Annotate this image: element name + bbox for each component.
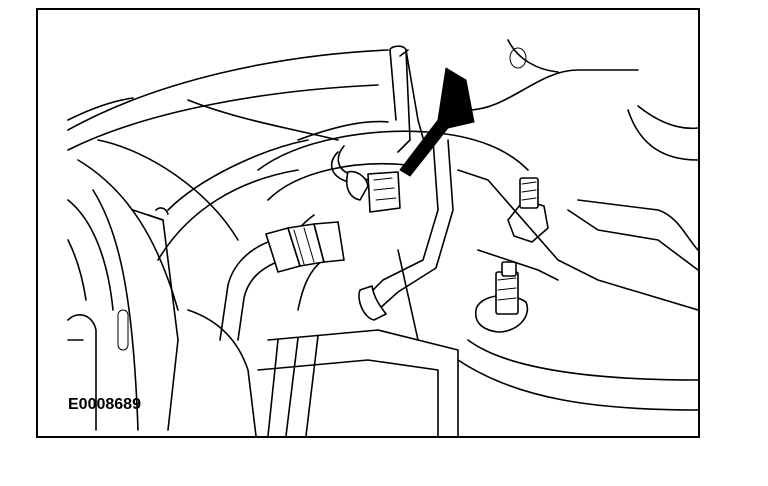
pipe-fitting-left [219, 221, 345, 341]
figure-frame: E0008689 [36, 8, 700, 438]
left-mount-bracket [67, 207, 179, 431]
body-contour-lines [67, 49, 389, 431]
right-body-panels [457, 39, 698, 411]
booster-dome [257, 130, 529, 311]
stud-upper-right [507, 177, 549, 243]
lower-structure [187, 249, 459, 436]
engine-bay-illustration [67, 39, 698, 436]
figure-id-label: E0008689 [68, 396, 141, 413]
hose-and-connector [330, 139, 454, 321]
vacuum-line [389, 45, 424, 153]
stud-lower-right [474, 261, 529, 333]
arrow-icon [399, 67, 475, 177]
